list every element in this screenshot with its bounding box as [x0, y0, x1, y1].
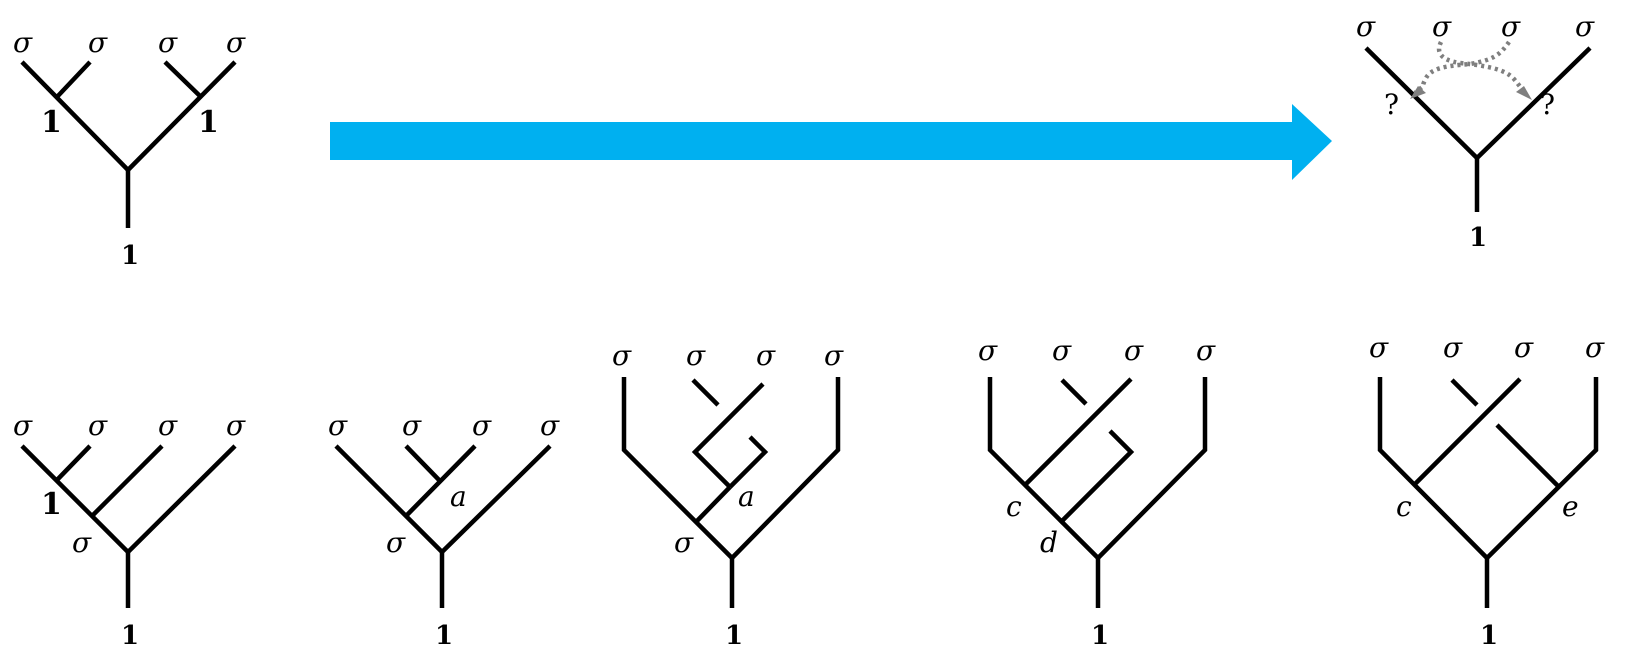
c-label: c — [1396, 490, 1412, 523]
sigma-label: σ — [472, 409, 492, 442]
sigma-label: σ — [158, 409, 178, 442]
one-label: 1 — [41, 105, 62, 140]
bottom-tree-1: σ σ σ σ 1 σ 1 — [13, 409, 246, 651]
sigma-label: σ — [1514, 331, 1534, 364]
one-label: 1 — [121, 621, 139, 651]
sigma-label: σ — [1052, 334, 1072, 367]
sigma-label: σ — [1356, 10, 1376, 43]
sigma-label: σ — [402, 409, 422, 442]
sigma-label: σ — [686, 339, 706, 372]
sigma-label: σ — [540, 409, 560, 442]
sigma-label: σ — [226, 409, 246, 442]
a-label: a — [450, 480, 467, 513]
bottom-tree-3: σ σ σ σ a σ 1 — [612, 339, 844, 651]
sigma-label: σ — [612, 339, 632, 372]
a-label: a — [738, 480, 755, 513]
sigma-label: σ — [13, 26, 33, 59]
one-label: 1 — [725, 621, 743, 651]
arrowhead — [1410, 86, 1426, 99]
sigma-label: σ — [1369, 331, 1389, 364]
sigma-label: σ — [88, 26, 108, 59]
sigma-label: σ — [824, 339, 844, 372]
sigma-label: σ — [13, 409, 33, 442]
sigma-label: σ — [674, 526, 694, 559]
sigma-label: σ — [1432, 10, 1452, 43]
c-label: c — [1006, 490, 1022, 523]
sigma-label: σ — [978, 334, 998, 367]
sigma-label: σ — [328, 409, 348, 442]
dotted-braid-right — [1436, 40, 1528, 95]
question-label: ? — [1384, 88, 1399, 121]
arrowhead — [1516, 86, 1532, 100]
bottom-tree-4: σ σ σ σ c d 1 — [978, 334, 1216, 651]
sigma-label: σ — [88, 409, 108, 442]
sigma-label: σ — [158, 26, 178, 59]
e-label: e — [1562, 490, 1579, 523]
bottom-tree-2: σ σ σ σ a σ 1 — [328, 409, 560, 651]
sigma-label: σ — [1575, 10, 1595, 43]
one-label: 1 — [1091, 621, 1109, 651]
question-label: ? — [1540, 88, 1555, 121]
one-label: 1 — [41, 487, 62, 522]
sigma-label: σ — [1501, 10, 1521, 43]
sigma-label: σ — [1443, 331, 1463, 364]
dotted-braid-left — [1413, 40, 1511, 95]
sigma-label: σ — [226, 26, 246, 59]
bottom-tree-5: σ σ σ σ c e 1 — [1369, 331, 1605, 651]
one-label: 1 — [198, 105, 219, 140]
one-label: 1 — [1469, 223, 1487, 253]
d-label: d — [1040, 526, 1058, 559]
one-label: 1 — [121, 241, 139, 271]
sigma-label: σ — [386, 526, 406, 559]
sigma-label: σ — [756, 339, 776, 372]
transition-arrow — [330, 104, 1332, 180]
one-label: 1 — [1480, 621, 1498, 651]
one-label: 1 — [435, 621, 453, 651]
sigma-label: σ — [1585, 331, 1605, 364]
top-left-tree: σ σ σ σ 1 1 1 — [13, 26, 246, 271]
sigma-label: σ — [72, 526, 92, 559]
top-right-tree: σ σ σ σ ? ? 1 — [1356, 10, 1595, 253]
sigma-label: σ — [1124, 334, 1144, 367]
sigma-label: σ — [1196, 334, 1216, 367]
